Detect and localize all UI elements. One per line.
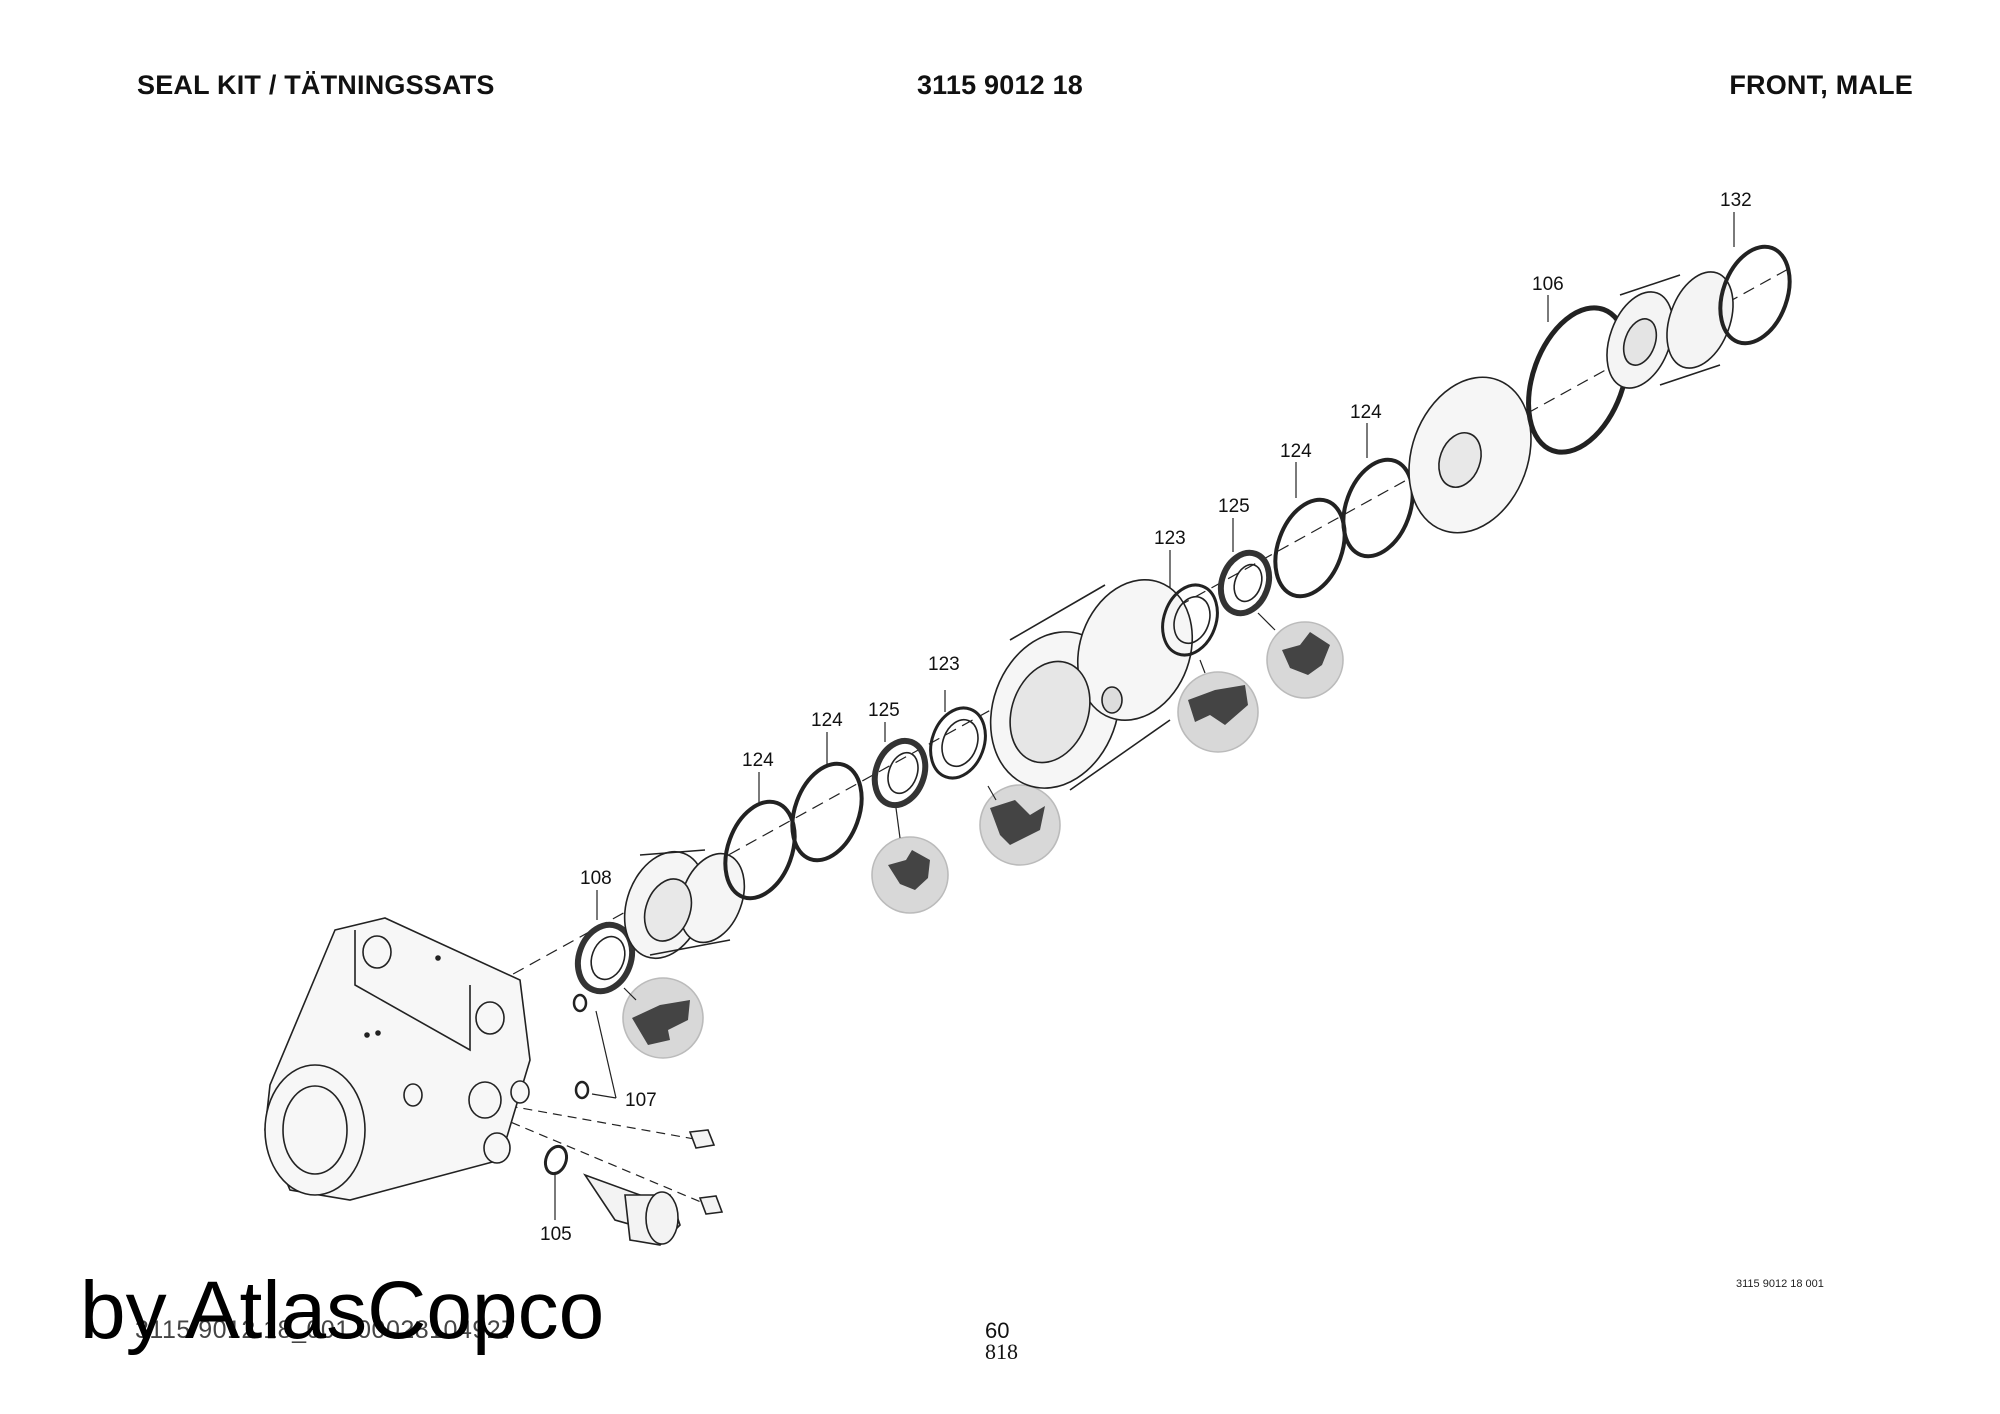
callout-124: 124: [1350, 402, 1382, 423]
callout-105: 105: [540, 1224, 572, 1245]
page-number: 60: [985, 1318, 1010, 1343]
part-106-oring: [1526, 305, 1630, 455]
callout-107: 107: [625, 1090, 657, 1111]
part-132-oring: [1718, 244, 1792, 346]
part-107-oring: [574, 1080, 590, 1100]
part-124-oring: [1341, 457, 1415, 559]
callout-123: 123: [928, 654, 960, 675]
header-position: FRONT, MALE: [1729, 70, 1913, 100]
page-number-secondary: 818: [985, 1339, 1018, 1364]
leader-lines: [554, 212, 1735, 1220]
file-reference: 3115 9012 18_001 00028104927: [135, 1316, 516, 1344]
housing: [264, 917, 531, 1201]
callout-132: 132: [1720, 190, 1752, 211]
callout-106: 106: [1532, 274, 1564, 295]
part-123-wiper: [929, 706, 987, 780]
callout-124: 124: [811, 710, 843, 731]
callout-125: 125: [868, 700, 900, 721]
callout-125: 125: [1218, 496, 1250, 517]
drawing-number: 3115 9012 18 001: [1736, 1278, 1824, 1290]
part-125-seal: [1217, 549, 1273, 617]
header-title: SEAL KIT / TÄTNINGSSATS: [137, 70, 495, 100]
grease-nipple: [688, 1129, 724, 1215]
part-124-oring: [1273, 497, 1347, 599]
part-125-seal: [871, 737, 929, 809]
fitting: [582, 1173, 681, 1246]
guide-line: [469, 1104, 709, 1206]
callout-124: 124: [1280, 441, 1312, 462]
callout-108: 108: [580, 868, 612, 889]
cylinder-body: [989, 578, 1194, 791]
part-124-oring: [790, 761, 864, 863]
piston: [1408, 376, 1532, 534]
center-axis: [429, 267, 1791, 1021]
header-part-number: 3115 9012 18: [916, 70, 1084, 100]
callout-124: 124: [742, 750, 774, 771]
part-124-oring: [723, 799, 797, 901]
callout-123: 123: [1154, 528, 1186, 549]
part-105-oring: [543, 1144, 569, 1176]
part-108-seal: [574, 921, 636, 995]
part-123-wiper: [1161, 583, 1219, 657]
brand-watermark: by AtlasCopco: [80, 1265, 605, 1356]
back-nut: [1606, 271, 1734, 389]
part-107-oring: [572, 993, 588, 1013]
